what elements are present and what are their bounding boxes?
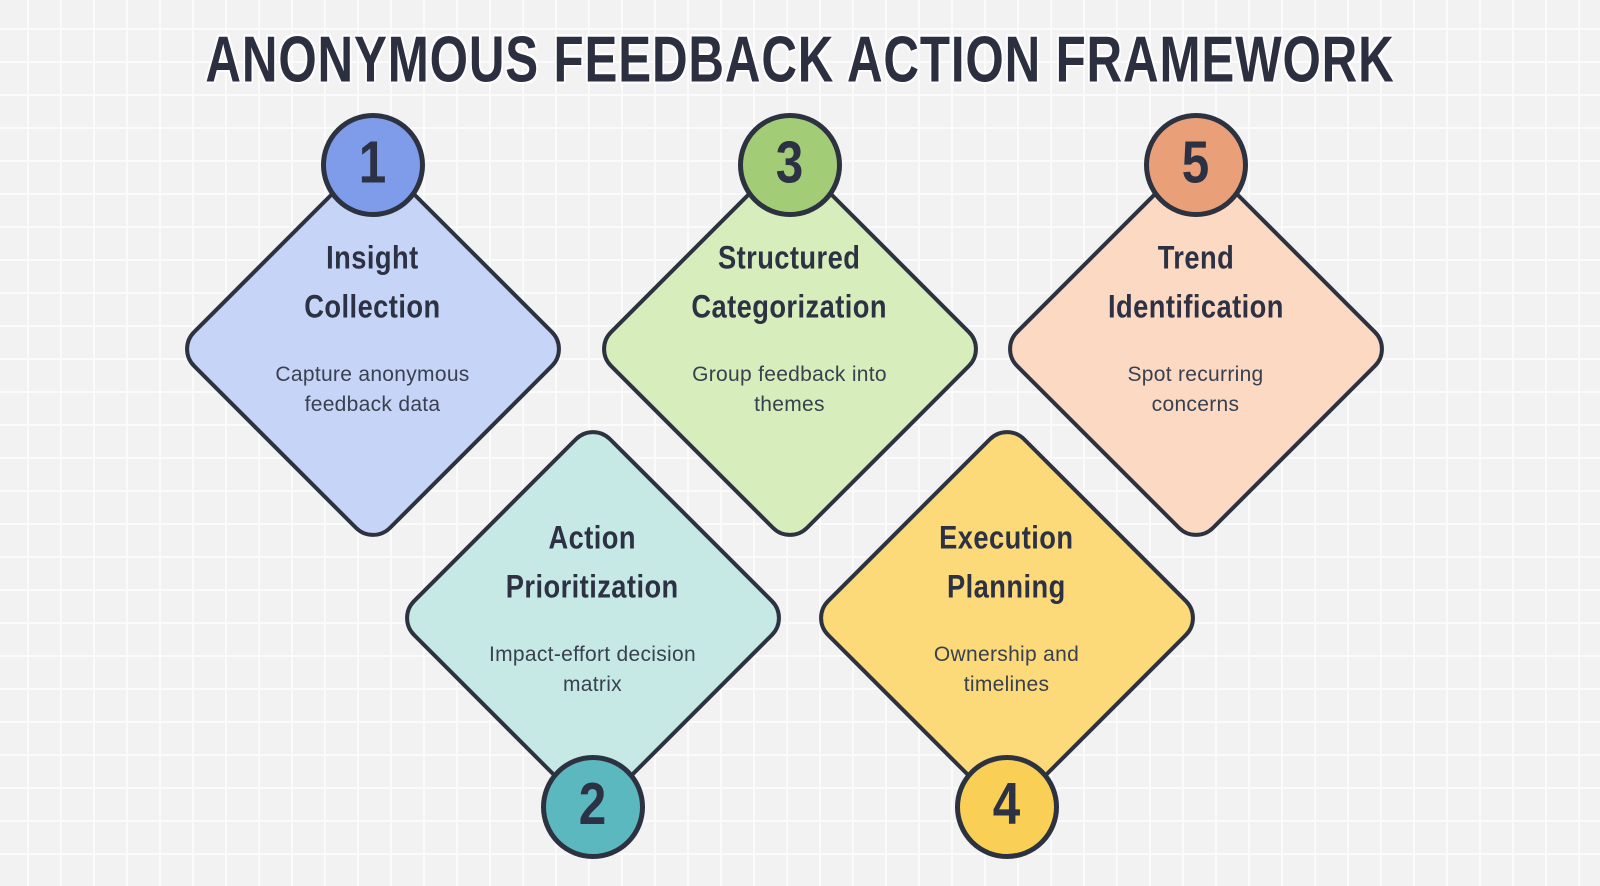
step-number-badge: 3 <box>737 113 842 217</box>
framework-step: Trend Identification Spot recurring conc… <box>996 113 1395 548</box>
step-number-badge: 1 <box>320 113 425 217</box>
step-number: 1 <box>358 129 387 197</box>
step-number-badge: 2 <box>540 755 645 859</box>
step-number: 4 <box>992 771 1021 839</box>
page-title: ANONYMOUS FEEDBACK ACTION FRAMEWORK <box>205 23 1395 96</box>
step-number-badge: 5 <box>1143 113 1248 217</box>
step-number-badge: 4 <box>954 755 1059 859</box>
step-number: 2 <box>578 771 607 839</box>
step-number: 5 <box>1181 129 1210 197</box>
step-number: 3 <box>775 129 804 197</box>
